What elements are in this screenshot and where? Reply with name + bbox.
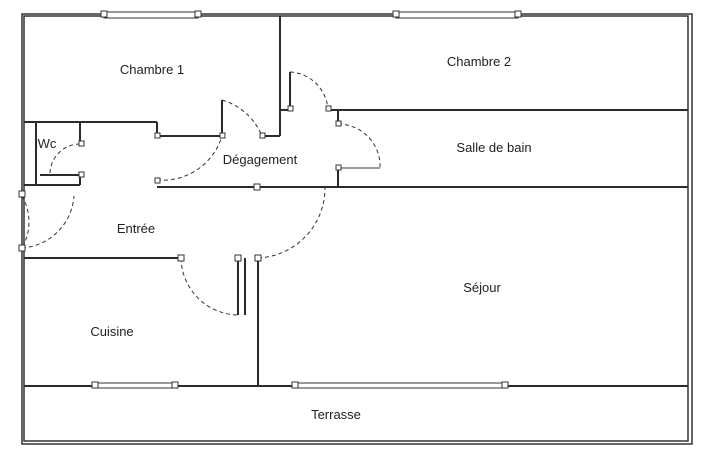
interior-walls	[24, 16, 688, 387]
label-wc: Wc	[38, 136, 57, 151]
wall-nodes	[18, 105, 342, 262]
label-degagement: Dégagement	[223, 152, 298, 167]
top-windows	[100, 10, 522, 19]
door-swings	[21, 71, 381, 316]
label-salle-de-bain: Salle de bain	[456, 140, 531, 155]
room-labels: Chambre 1 Chambre 2 Wc Dégagement Salle …	[38, 54, 532, 422]
terrace-windows	[91, 381, 509, 389]
label-sejour: Séjour	[463, 280, 501, 295]
label-entree: Entrée	[117, 221, 155, 236]
label-terrasse: Terrasse	[311, 407, 361, 422]
outer-walls	[21, 13, 693, 445]
label-chambre-1: Chambre 1	[120, 62, 184, 77]
label-chambre-2: Chambre 2	[447, 54, 511, 69]
label-cuisine: Cuisine	[90, 324, 133, 339]
